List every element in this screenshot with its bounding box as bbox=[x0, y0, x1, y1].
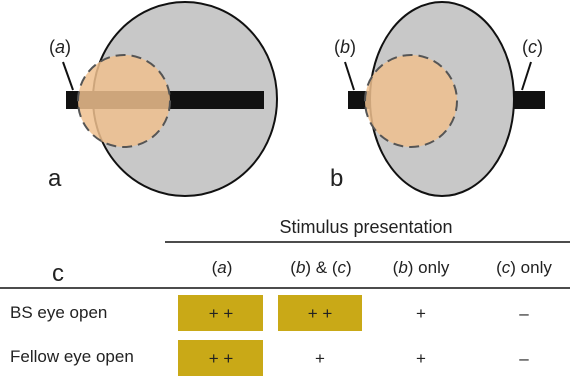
panel-label-b: b bbox=[330, 165, 343, 192]
panel-c: Stimulus presentation c (a) (b) & (c) (b… bbox=[0, 217, 570, 376]
col-header-a: (a) bbox=[212, 258, 233, 277]
col-header-b-and-c: (b) & (c) bbox=[290, 258, 351, 277]
table-cell: + bbox=[315, 349, 325, 368]
callout-label-a: (a) bbox=[49, 37, 71, 57]
blind-spot-a bbox=[77, 54, 171, 148]
blind-spot-b bbox=[364, 54, 458, 148]
cell-highlight bbox=[278, 295, 362, 331]
callout-label-c: (c) bbox=[522, 37, 543, 57]
stimulus-bar-c bbox=[508, 91, 545, 109]
col-header-c-only: (c) only bbox=[496, 258, 552, 277]
panel-a: (a) a bbox=[48, 1, 278, 197]
table-cell: + bbox=[416, 349, 426, 368]
table-title: Stimulus presentation bbox=[279, 217, 452, 237]
table-cell: + + bbox=[308, 304, 333, 323]
panel-b: (b) (c) b bbox=[330, 1, 545, 197]
panel-label-c: c bbox=[52, 260, 64, 287]
cell-highlight bbox=[178, 340, 263, 376]
callout-line-b bbox=[344, 61, 355, 91]
table-cell: + + bbox=[209, 304, 234, 323]
row-label: Fellow eye open bbox=[10, 347, 134, 366]
table-cell: + bbox=[416, 304, 426, 323]
row-label: BS eye open bbox=[10, 303, 107, 322]
table-cell: – bbox=[519, 304, 529, 323]
callout-line-a bbox=[62, 61, 74, 91]
table-row: BS eye open + + + + + – bbox=[10, 295, 529, 331]
table-cell: – bbox=[519, 349, 529, 368]
callout-label-b: (b) bbox=[334, 37, 356, 57]
table-row: Fellow eye open + + + + – bbox=[10, 340, 529, 376]
panel-label-a: a bbox=[48, 165, 62, 192]
col-header-b-only: (b) only bbox=[393, 258, 450, 277]
table-cell: + + bbox=[209, 349, 234, 368]
callout-line-c bbox=[521, 61, 532, 91]
cell-highlight bbox=[178, 295, 263, 331]
